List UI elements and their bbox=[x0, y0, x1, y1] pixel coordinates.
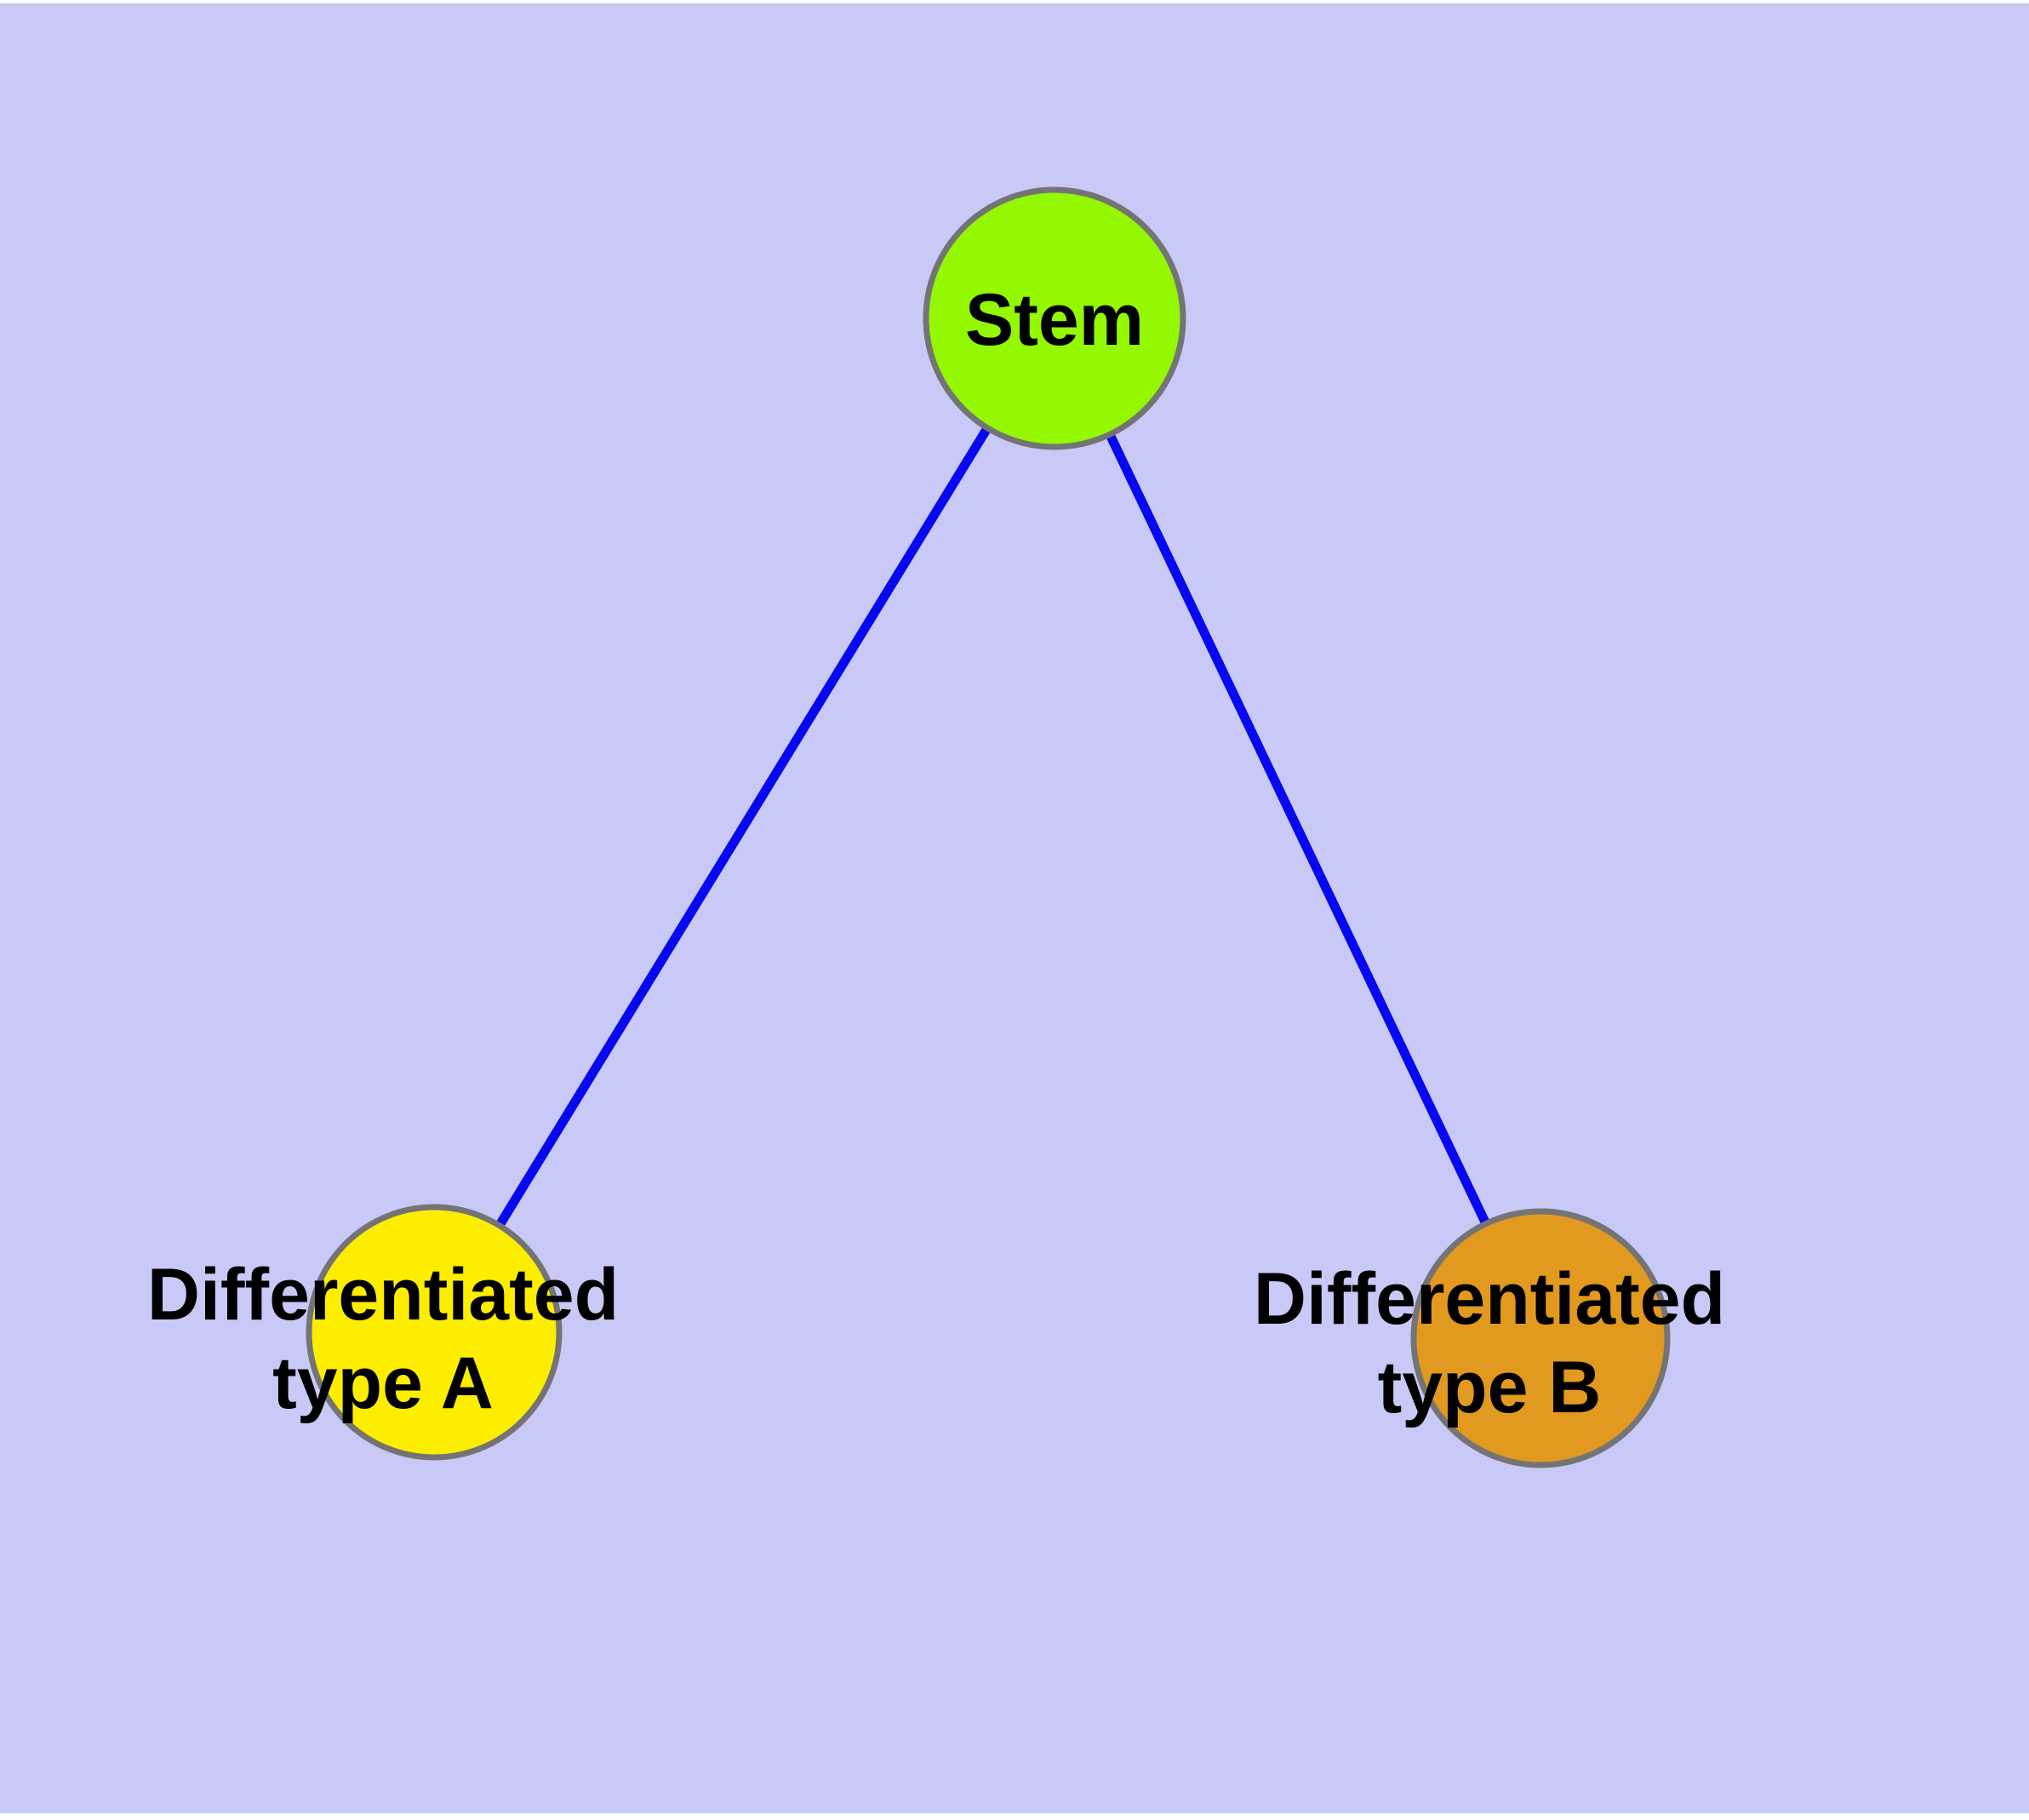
node-differentiated-type-a-circle bbox=[306, 1204, 563, 1461]
edge-stem-to-type-b bbox=[1050, 316, 1545, 1341]
node-differentiated-type-b-circle bbox=[1410, 1208, 1671, 1468]
node-stem-circle bbox=[923, 186, 1186, 450]
edge-stem-to-type-a bbox=[430, 316, 1059, 1335]
